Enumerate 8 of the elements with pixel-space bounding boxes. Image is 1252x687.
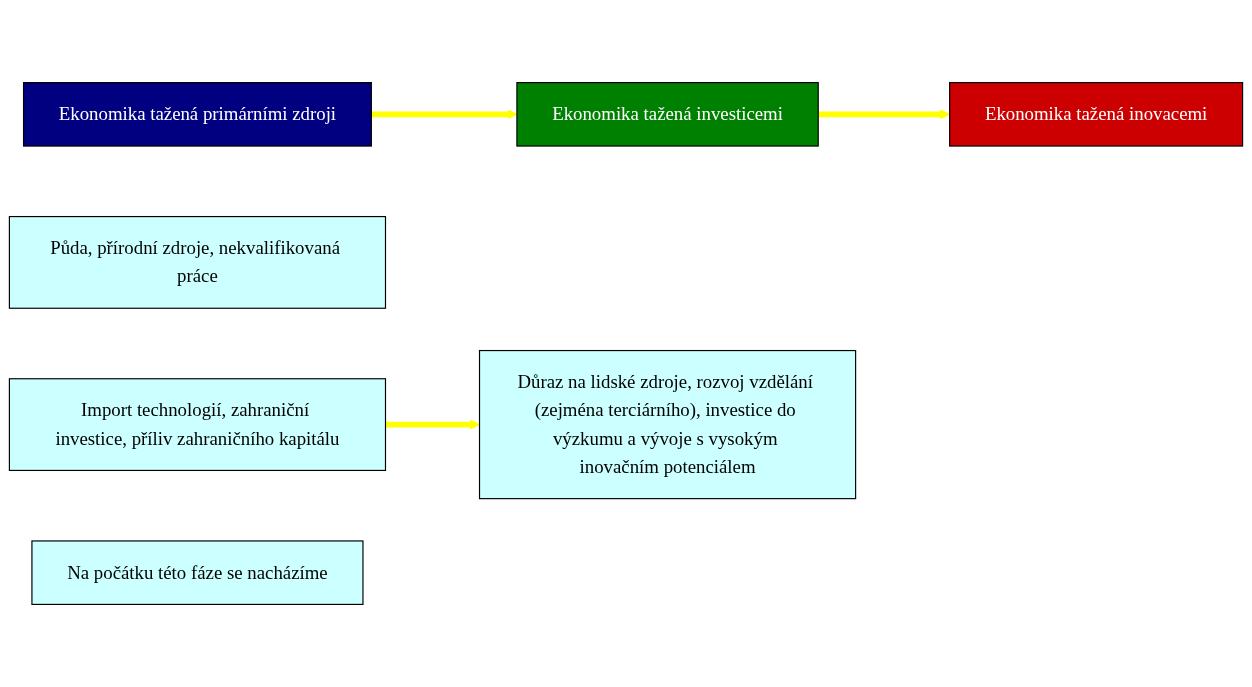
node-box: Půda, přírodní zdroje, nekvalifikovaná práce (8, 216, 387, 309)
node-box: Na počátku této fáze se nacházíme (31, 540, 364, 605)
node-box: Import technologií, zahraniční investice, příliv zahraničního kapitálu (8, 378, 387, 471)
node-box: Důraz na lidské zdroje, rozvoj vzdělání (zejména terciárního), investice do výzkumu a vývoje s vysokým inovačním potenciálem (478, 349, 857, 500)
node-box: Ekonomika tažená investicemi (516, 82, 819, 147)
node-box: Ekonomika tažená inovacemi (949, 82, 1244, 147)
node-box: Ekonomika tažená primárními zdroji (22, 82, 372, 147)
arrow (385, 419, 480, 430)
